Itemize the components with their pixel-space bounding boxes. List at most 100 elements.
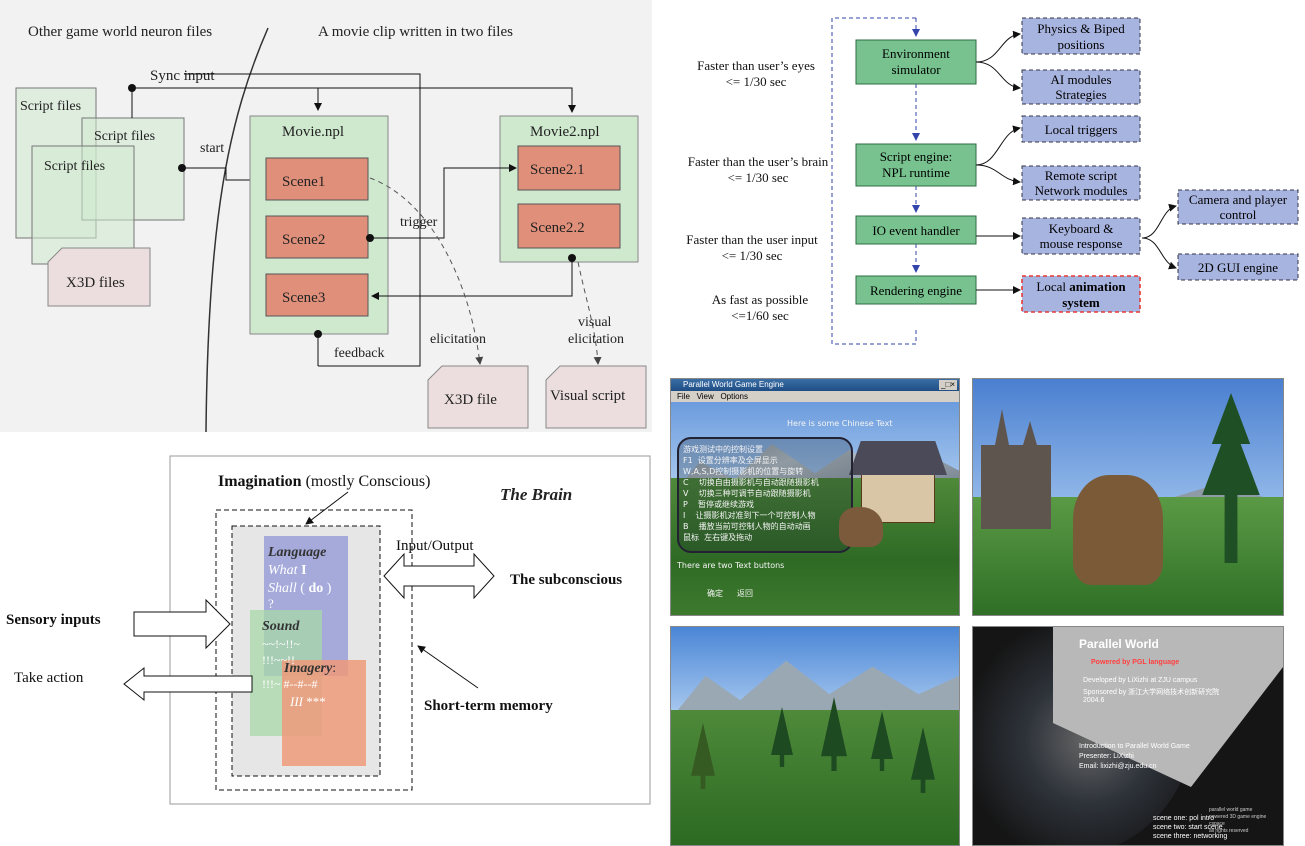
limit-row-3: <= 1/30 sec [722, 248, 783, 263]
module-physics-line1: Physics & Biped [1037, 21, 1125, 36]
window-title-bar: Parallel World Game Engine [671, 379, 959, 391]
divider-curve [205, 27, 269, 432]
imagery-marks-1: !!!~ #--#--# [262, 677, 317, 691]
title-card-side-note-3: cspace [1209, 821, 1225, 827]
overlay-title: Here is some Chinese Text [787, 419, 893, 428]
script-files-label-1: Script files [20, 99, 81, 114]
x3d-file-box [427, 365, 529, 429]
header-left: Other game world neuron files [28, 24, 212, 40]
sync-input-label: Sync input [150, 68, 215, 84]
menu-options[interactable]: Options [720, 392, 749, 401]
title-card-scene-1[interactable]: scene one: pol intro [1153, 815, 1215, 822]
speed-row-3: Faster than the user input [686, 232, 818, 247]
title-card-scene-3[interactable]: scene three: networking [1153, 833, 1228, 840]
engine-environment-line1: Environment [882, 46, 950, 61]
title-card-year: 2004.6 [1083, 697, 1105, 704]
title-card-powered: Powered by PGL language [1091, 659, 1180, 666]
text-overlay-panel [677, 437, 853, 553]
window-menu-bar: File View Options [671, 391, 959, 402]
movie2-title: Movie2.npl [530, 124, 600, 140]
visual-elicitation-label-1: visual [578, 315, 612, 330]
engine-render-line1: Rendering engine [870, 283, 962, 298]
take-action-arrow [123, 666, 253, 702]
module-ai-box [1021, 69, 1141, 105]
module-local-triggers-box [1021, 115, 1141, 143]
module-animation-line1: Local animation [1036, 279, 1126, 294]
scene2-2-label: Scene2.2 [530, 220, 585, 236]
x3d-files-box [47, 247, 151, 307]
speed-row-4: As fast as possible [712, 292, 809, 307]
module-physics-line2: positions [1058, 37, 1105, 52]
window-title: Parallel World Game Engine [683, 380, 784, 389]
imagery-marks-2: III *** [289, 694, 326, 709]
module-remote-line1: Remote script [1045, 168, 1118, 183]
output-camera-line1: Camera and player [1189, 192, 1288, 207]
module-remote-line2: Network modules [1035, 183, 1128, 198]
engine-diagram-panel: Faster than user’s eyes <= 1/30 sec Fast… [660, 0, 1305, 350]
module-keyboard-box [1021, 217, 1141, 255]
brain-diagram-panel: Imagination (mostly Conscious) The Brain… [0, 440, 660, 846]
language-line-1: What I [268, 563, 307, 578]
title-card-email: Email: lixizhi@zju.edu.cn [1079, 763, 1157, 770]
output-gui-line1: 2D GUI engine [1198, 260, 1278, 275]
house [861, 469, 935, 523]
text-button-2[interactable]: 返回 [737, 589, 753, 598]
header-right: A movie clip written in two files [318, 24, 513, 40]
title-card-side-note-1: parallel world game [1209, 807, 1253, 813]
module-ai-line1: AI modules [1050, 72, 1111, 87]
title-card-intro: Introduction to Parallel World Game [1079, 743, 1190, 750]
imagination-title: Imagination (mostly Conscious) [218, 473, 430, 490]
elicitation-label: elicitation [430, 332, 486, 347]
title-card-scene-2[interactable]: scene two: start scene [1153, 824, 1223, 831]
scene2-label: Scene2 [282, 232, 325, 248]
title-card-side-note-4: all rights reserved [1209, 828, 1249, 834]
imagery-label: Imagery: [283, 661, 336, 676]
chinese-line-9: 鼠标 左右键及拖动 [683, 533, 753, 542]
output-gui-box [1177, 253, 1299, 281]
sensory-input-arrow [133, 598, 231, 650]
module-local-triggers-line1: Local triggers [1045, 122, 1118, 137]
engine-script-line1: Script engine: [880, 149, 953, 164]
engine-render-box [855, 275, 977, 305]
screenshot-forest-scene [670, 626, 960, 846]
input-output-label: Input/Output [396, 538, 474, 554]
start-label: start [200, 141, 224, 156]
output-camera-box [1177, 189, 1299, 225]
engine-script-line2: NPL runtime [882, 165, 950, 180]
npl-diagram: Other game world neuron files A movie cl… [0, 0, 652, 432]
window-controls[interactable]: _□× [939, 380, 957, 390]
scene2-box [265, 215, 369, 259]
title-card-side-note-2: powered 3D game engine [1209, 814, 1267, 820]
speed-row-2: Faster than the user’s brain [688, 154, 829, 169]
engine-environment-box [855, 39, 977, 85]
language-line-2: Shall ( do ) [268, 581, 332, 596]
title-card-presenter: Presenter: LiXizhi [1079, 753, 1134, 760]
visual-script-box [545, 365, 647, 429]
chinese-line-8: B 播放当前可控制人物的自动动画 [683, 522, 811, 531]
text-button-1[interactable]: 确定 [707, 589, 723, 598]
script-files-label-2: Script files [94, 129, 155, 144]
engine-environment-line2: simulator [891, 62, 941, 77]
npl-diagram-panel: Other game world neuron files A movie cl… [0, 0, 652, 432]
menu-view[interactable]: View [696, 392, 714, 401]
scene3-label: Scene3 [282, 290, 325, 306]
sound-marks-2: !!!~~!! [262, 653, 295, 667]
output-camera-line2: control [1220, 207, 1257, 222]
title-card-title: Parallel World [1079, 637, 1159, 651]
house-roof [849, 441, 947, 475]
scene1-label: Scene1 [282, 174, 325, 190]
bottom-text: There are two Text buttons [677, 561, 785, 570]
module-keyboard-line2: mouse response [1040, 236, 1123, 251]
scene2-1-label: Scene2.1 [530, 162, 585, 178]
module-remote-box [1021, 165, 1141, 201]
scene3-box [265, 273, 369, 317]
language-label: Language [267, 545, 326, 560]
menu-file[interactable]: File [677, 392, 690, 401]
scene2-2-box [517, 203, 621, 249]
visual-script-label: Visual script [550, 388, 626, 404]
short-term-memory-label: Short-term memory [424, 698, 553, 714]
input-output-arrow [383, 552, 495, 600]
horse-rider [1073, 475, 1163, 585]
language-q: ? [268, 596, 274, 611]
limit-row-1: <= 1/30 sec [726, 74, 787, 89]
